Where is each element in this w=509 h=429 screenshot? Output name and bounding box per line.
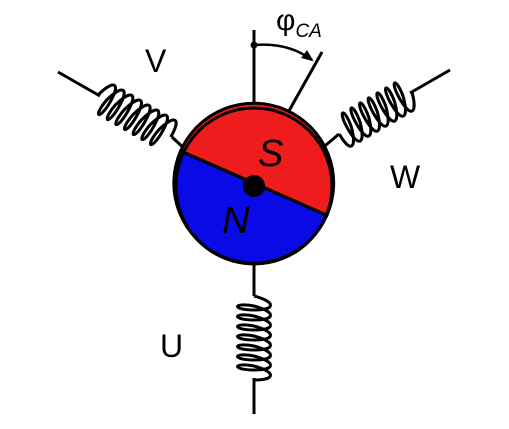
angle-symbol: φ <box>276 4 295 37</box>
rotor-shaft <box>243 175 265 197</box>
coil-w-label: W <box>390 159 421 195</box>
angle-label: φCA <box>276 4 322 42</box>
coil-v-label: V <box>145 43 167 79</box>
coil-u-label: U <box>160 328 183 364</box>
coil-v <box>57 70 190 154</box>
north-pole-label: N <box>222 200 250 242</box>
rotor-magnet <box>172 101 336 266</box>
rotor-angle-line <box>283 51 324 119</box>
south-pole-label: S <box>258 133 283 175</box>
coil-u <box>236 262 272 414</box>
angle-subscript: CA <box>295 21 321 42</box>
rotor-outline <box>174 106 334 266</box>
coil-w <box>319 68 451 152</box>
rotor-south-half <box>178 101 336 218</box>
angle-arc-arrow <box>253 43 314 62</box>
